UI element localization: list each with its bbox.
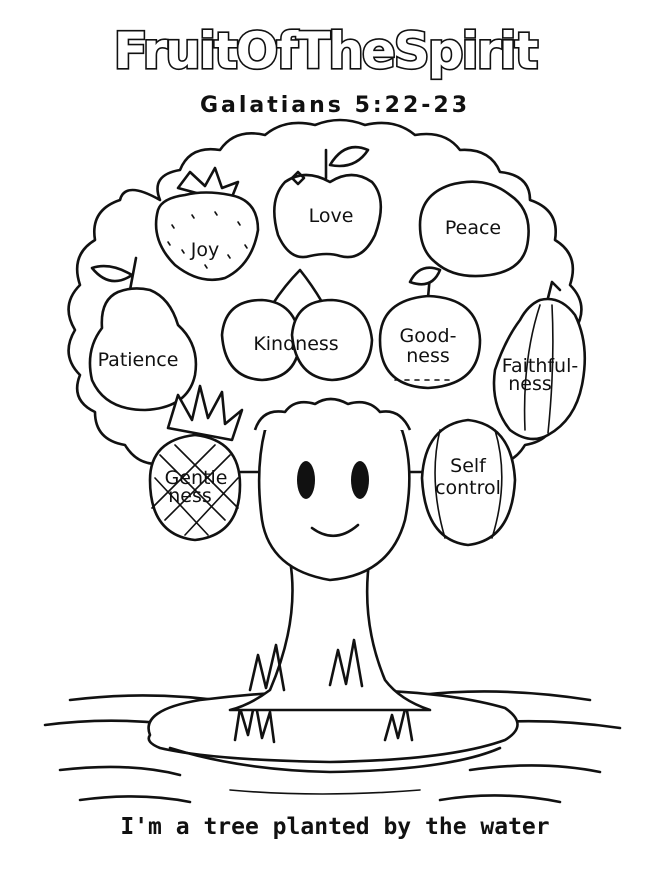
pear-icon: Patience [88,256,198,412]
fruit-label-faithfulness-2: ness [508,373,552,395]
right-eye [351,461,369,499]
smile [310,523,360,538]
pineapple-icon: Gentle ness [148,384,244,542]
child-face [253,397,412,582]
fruit-label-goodness-1: Good- [400,325,457,347]
fruit-label-joy: Joy [190,239,219,261]
banana-icon: Faithful- ness [492,280,587,441]
cherries-icon: Kindness [220,268,374,382]
page-title: FruitOfTheSpirit [114,22,538,80]
lemon-icon: Peace [418,180,530,278]
strawberry-icon: Joy [154,166,260,282]
left-eye [297,461,315,499]
apple-icon: Love [272,145,383,259]
fruit-label-gentleness-1: Gentle [165,467,228,489]
page-caption: I'm a tree planted by the water [120,814,549,840]
melon-icon: Self control [420,418,517,547]
trunk-grass [248,638,364,692]
fruit-label-peace: Peace [445,217,501,239]
orange-icon: Good- ness [378,266,482,390]
fruit-label-faithfulness-1: Faithful- [502,355,578,377]
fruit-label-goodness-2: ness [406,345,450,367]
fruit-label-patience: Patience [98,349,179,371]
island-rim [168,746,502,774]
fruit-label-kindness: Kindness [253,333,338,355]
fruit-label-gentleness-2: ness [168,485,212,507]
scripture-reference: Galatians 5:22-23 [200,93,470,118]
fruit-label-self-control-2: control [435,477,501,499]
fruit-label-love: Love [309,205,354,227]
fruit-label-self-control-1: Self [450,455,487,477]
